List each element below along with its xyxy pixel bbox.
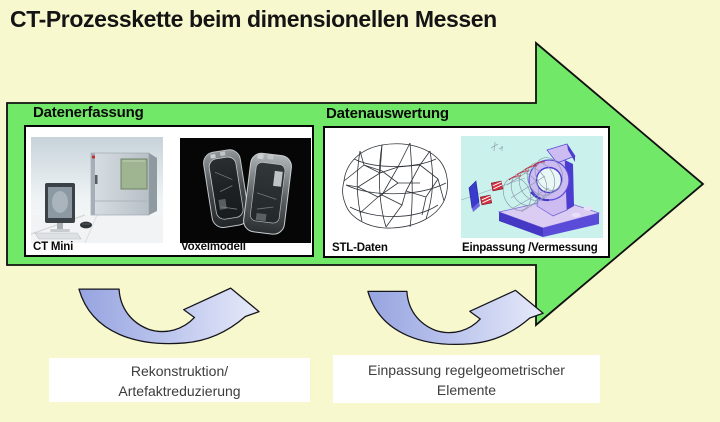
panel-label-datenauswertung: Datenauswertung xyxy=(326,105,449,122)
caption-einpassung-vermessung: Einpassung /Vermessung xyxy=(462,242,598,254)
note-einpassung: Einpassung regelgeometrischer Elemente xyxy=(333,355,600,403)
panel-label-datenerfassung: Datenerfassung xyxy=(33,104,144,121)
note-line: Rekonstruktion/ xyxy=(130,363,229,379)
curved-arrow-left-icon xyxy=(78,287,260,345)
note-line: Artefaktreduzierung xyxy=(118,383,241,399)
curved-arrow-right-icon xyxy=(367,289,544,345)
note-rekonstruktion: Rekonstruktion/ Artefaktreduzierung xyxy=(49,358,310,402)
caption-ct-mini: CT Mini xyxy=(33,241,74,253)
ct-mini-photo xyxy=(31,137,163,243)
panel-datenerfassung: CT Mini Voxelmodell xyxy=(24,125,314,257)
note-line: Einpassung regelgeometrischer xyxy=(368,362,565,378)
panel-datenauswertung: STL-Daten Einpassung /Vermessung xyxy=(323,126,610,258)
fitting-measurement-image xyxy=(461,136,603,238)
stl-wireframe-image xyxy=(330,135,456,238)
caption-voxelmodell: Voxelmodell xyxy=(181,241,246,253)
page-title: CT-Prozesskette beim dimensionellen Mess… xyxy=(10,6,497,32)
note-line: Elemente xyxy=(436,382,497,398)
caption-stl-daten: STL-Daten xyxy=(332,242,388,254)
voxel-model-image xyxy=(180,138,311,243)
